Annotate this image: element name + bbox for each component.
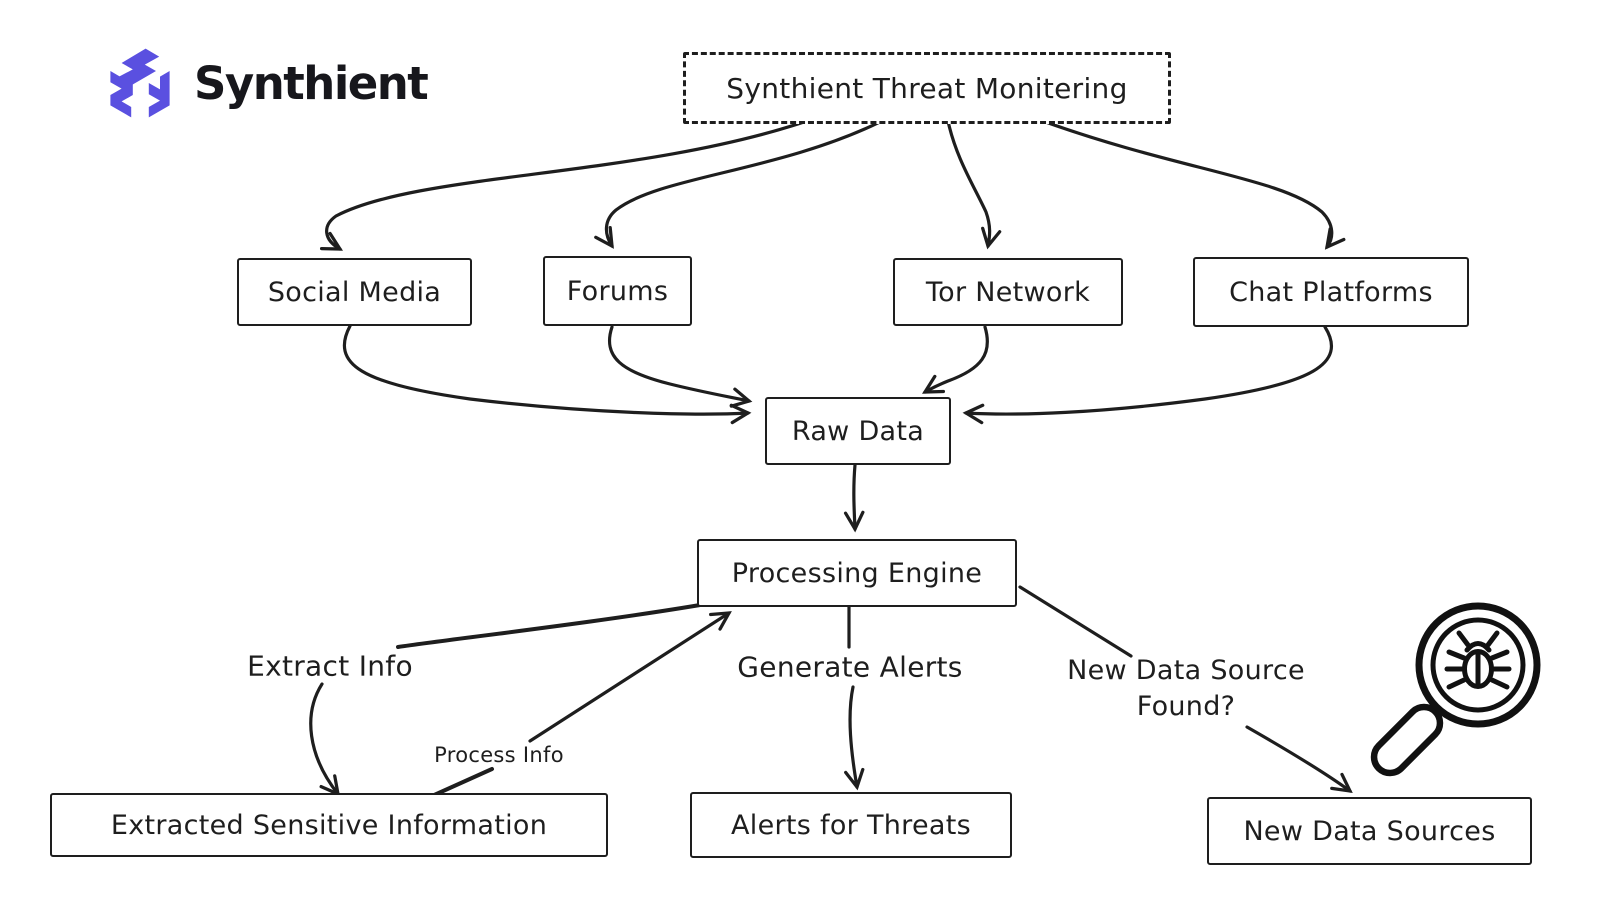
node-title: Synthient Threat Monitering	[683, 52, 1171, 124]
edge-generate-alerts-arrow	[844, 685, 865, 791]
node-chat-platforms: Chat Platforms	[1193, 257, 1469, 327]
node-extracted-sensitive-information: Extracted Sensitive Information	[50, 793, 608, 857]
bug-magnifier-icon	[1370, 602, 1541, 777]
edge-label-new-data-source-found: New Data Source Found?	[1067, 653, 1305, 725]
edge-chat-platforms-to-raw-data	[962, 325, 1333, 425]
node-alerts-label: Alerts for Threats	[731, 809, 971, 841]
edge-title-to-forums	[594, 119, 884, 249]
node-processing-engine: Processing Engine	[697, 539, 1017, 607]
edge-title-to-tor-network	[946, 119, 1002, 250]
edge-tor-network-to-raw-data	[922, 325, 989, 394]
node-new-sources-label: New Data Sources	[1243, 815, 1496, 847]
node-social-media-label: Social Media	[267, 276, 442, 308]
bug-glyph	[1444, 630, 1512, 690]
edge-process-info-line	[430, 767, 494, 798]
edge-extract-info-arrow	[309, 682, 341, 797]
node-raw-data: Raw Data	[765, 397, 951, 465]
node-forums: Forums	[543, 256, 692, 326]
node-tor-network-label: Tor Network	[925, 276, 1091, 308]
node-social-media: Social Media	[237, 258, 472, 326]
node-forums-label: Forums	[566, 275, 669, 307]
edge-forums-to-raw-data	[607, 325, 753, 408]
edge-extract-info-line	[396, 602, 708, 649]
edge-label-new-data-source-line2: Found?	[1136, 691, 1236, 722]
node-new-data-sources: New Data Sources	[1207, 797, 1532, 865]
node-raw-data-label: Raw Data	[791, 415, 925, 447]
edge-title-to-chat-platforms	[1038, 118, 1346, 250]
edge-label-process-info: Process Info	[434, 743, 564, 767]
brand-wordmark: Synthient	[194, 56, 429, 110]
edge-label-extract-info: Extract Info	[247, 649, 413, 683]
edge-new-source-line	[1018, 585, 1133, 658]
node-alerts-for-threats: Alerts for Threats	[690, 792, 1012, 858]
node-chat-platforms-label: Chat Platforms	[1229, 276, 1433, 308]
edge-label-generate-alerts: Generate Alerts	[737, 650, 963, 684]
node-extracted-label: Extracted Sensitive Information	[110, 809, 548, 841]
edge-label-new-data-source-line1: New Data Source	[1067, 655, 1305, 686]
node-tor-network: Tor Network	[893, 258, 1123, 326]
brand-header: Synthient	[100, 42, 429, 124]
node-processing-engine-label: Processing Engine	[731, 557, 983, 589]
synthient-logo-icon	[110, 48, 170, 118]
edge-social-media-to-raw-data	[342, 324, 752, 425]
edge-title-to-social-media	[319, 118, 812, 251]
node-title-label: Synthient Threat Monitering	[726, 71, 1128, 105]
edge-process-info-arrow	[528, 611, 732, 743]
edge-raw-data-to-processing-engine	[843, 463, 865, 533]
edge-new-source-arrow	[1245, 725, 1353, 794]
